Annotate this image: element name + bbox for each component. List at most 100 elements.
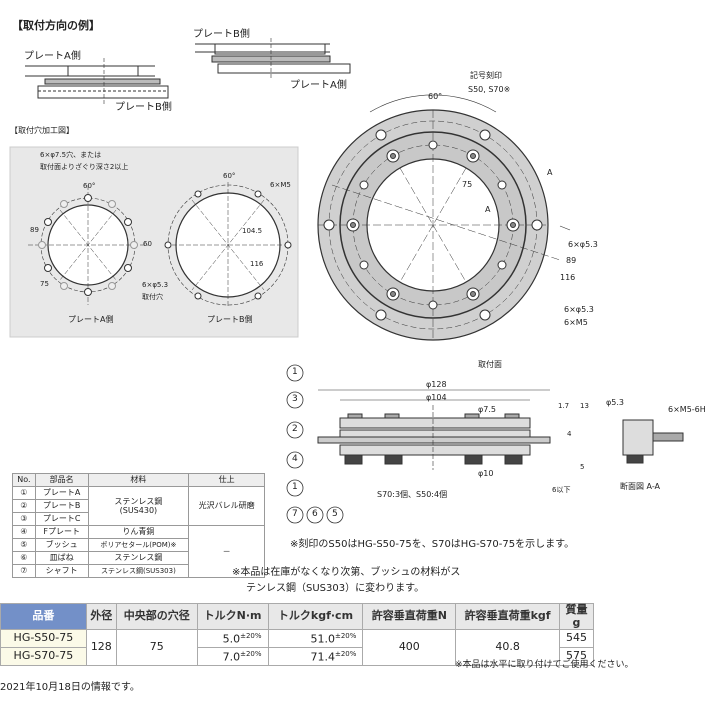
callout-1: 1: [292, 367, 298, 377]
torque-nm-value: 5.0: [222, 632, 241, 646]
table-row: HG-S70-75 7.0±20% 71.4±20% 575: [0, 647, 595, 667]
dim-d10: φ10: [478, 469, 494, 478]
col-model: 品番: [0, 602, 87, 631]
cell: ③: [12, 512, 36, 526]
callout-1b: 1: [292, 482, 298, 492]
cell: ⑦: [12, 564, 36, 578]
bush-note-line1: ※本品は在庫がなくなり次第、ブッシュの材料がス: [232, 567, 461, 578]
callout-2: 2: [292, 424, 298, 434]
cell: 128: [85, 629, 117, 667]
cell: HG-S50-75: [0, 629, 87, 649]
label-plate-a-side-2: プレートA側: [290, 80, 347, 91]
cell: ⑥: [12, 551, 36, 565]
cell: ②: [12, 499, 36, 513]
cell: 皿ばね: [34, 551, 89, 565]
label-plate-a-side: プレートA側: [24, 51, 81, 62]
dim-d104: φ104: [426, 393, 447, 402]
callout-3: 3: [292, 394, 298, 404]
m5-note: 6×M5: [270, 181, 291, 189]
label-plate-b-side-2: プレートB側: [193, 29, 250, 40]
table-row: HG-S50-75 128 75 5.0±20% 51.0±20% 400 40…: [0, 629, 595, 667]
dim-89: 89: [30, 226, 39, 234]
material-shared-1: ステンレス鋼: [114, 496, 163, 506]
torque-kgf-value: 51.0: [310, 632, 335, 646]
dim-d128: φ128: [426, 380, 447, 389]
top-hole-note: 6×φ5.3: [568, 240, 598, 249]
col-outer: 外径: [85, 602, 117, 631]
dim-60: 60: [143, 240, 152, 248]
col-mass: 質量g: [558, 602, 595, 631]
tolerance: ±20%: [240, 649, 262, 658]
dim-5: 5: [580, 463, 585, 471]
mount-face-label: 取付面: [478, 360, 502, 369]
col-torque-nm: トルクN·m: [196, 602, 269, 631]
dim-4: 4: [567, 430, 572, 438]
mounting-example-right-drawing: [195, 38, 351, 78]
callout-5: 5: [332, 509, 338, 519]
cell: ⑤: [12, 538, 36, 552]
top-dim-116: 116: [560, 273, 576, 282]
callout-6: 6: [312, 509, 318, 519]
col-torque-kgf: トルクkgf·cm: [267, 602, 364, 631]
mounting-example-left-drawing: [25, 58, 169, 105]
plate-a-label: プレートA側: [68, 315, 114, 324]
plate-a-hole-diagram: [28, 185, 148, 305]
tolerance: ±20%: [334, 649, 357, 658]
spec-table: 品番 外径 中央部の穴径 トルクN·m トルクkgf·cm 許容垂直荷重N 許容…: [0, 602, 595, 667]
cell: ポリアセタール(POM)※: [87, 538, 190, 552]
cell: Fプレート: [34, 525, 89, 539]
cell: 71.4±20%: [267, 647, 364, 667]
dim-angle-a: 60°: [83, 182, 96, 190]
material-shared-2: (SUS430): [119, 506, 158, 515]
cell: プレートA: [34, 486, 89, 500]
hole-note-mount: 取付穴: [142, 293, 163, 301]
hole-note-line2: 取付面よりざぐり深さ2以上: [40, 163, 129, 171]
dim-104-5: 104.5: [242, 227, 263, 235]
col-load-n: 許容垂直荷重N: [362, 602, 457, 631]
bush-note-line2: テンレス鋼（SUS303）に変わります。: [246, 583, 425, 594]
cell: ①: [12, 486, 36, 500]
top-hole-note-2b: 6×M5: [564, 318, 588, 327]
torque-nm-value: 7.0: [222, 650, 241, 664]
col-no: No.: [12, 473, 36, 487]
label-plate-b-side: プレートB側: [115, 102, 172, 113]
mark-models: S50, S70※: [468, 85, 511, 94]
tolerance: ±20%: [334, 631, 357, 640]
dim-angle-b: 60°: [223, 172, 236, 180]
date-note: 2021年10月18日の情報です。: [0, 682, 140, 693]
stamp-note: ※刻印のS50はHG-S50-75を、S70はHG-S70-75を示します。: [290, 539, 575, 550]
bush-count-note: S70:3個、S50:4個: [377, 490, 448, 499]
horizontal-note: ※本品は水平に取り付けてご使用ください。: [455, 660, 634, 670]
dim-116: 116: [250, 260, 264, 268]
dim-75: 75: [40, 280, 49, 288]
mounting-example-title: 【取付方向の例】: [12, 19, 100, 32]
hole-note-line1: 6×φ7.5穴、または: [40, 151, 102, 159]
section-label: 断面図 A-A: [620, 482, 661, 491]
section-m5: 6×M5-6H: [668, 405, 706, 414]
section-mark-a: A: [547, 168, 553, 177]
top-dim-75: 75: [462, 180, 473, 189]
dim-6-max: 6以下: [552, 486, 571, 494]
col-load-kgf: 許容垂直荷重kgf: [455, 602, 560, 631]
cell: プレートC: [34, 512, 89, 526]
table-row: 品番 外径 中央部の穴径 トルクN·m トルクkgf·cm 許容垂直荷重N 許容…: [0, 602, 595, 631]
cell: HG-S70-75: [0, 647, 87, 667]
cell: ブッシュ: [34, 538, 89, 552]
cell: シャフト: [34, 564, 89, 578]
col-material: 材料: [87, 473, 190, 487]
plate-b-hole-diagram: [164, 182, 292, 308]
cell: 575: [558, 647, 595, 667]
top-angle: 60°: [428, 92, 443, 101]
cell: 5.0±20%: [196, 629, 269, 649]
top-view-ring: [317, 94, 571, 341]
cell: 光沢バレル研磨: [188, 486, 265, 526]
mark-label: 記号刻印: [470, 71, 502, 80]
